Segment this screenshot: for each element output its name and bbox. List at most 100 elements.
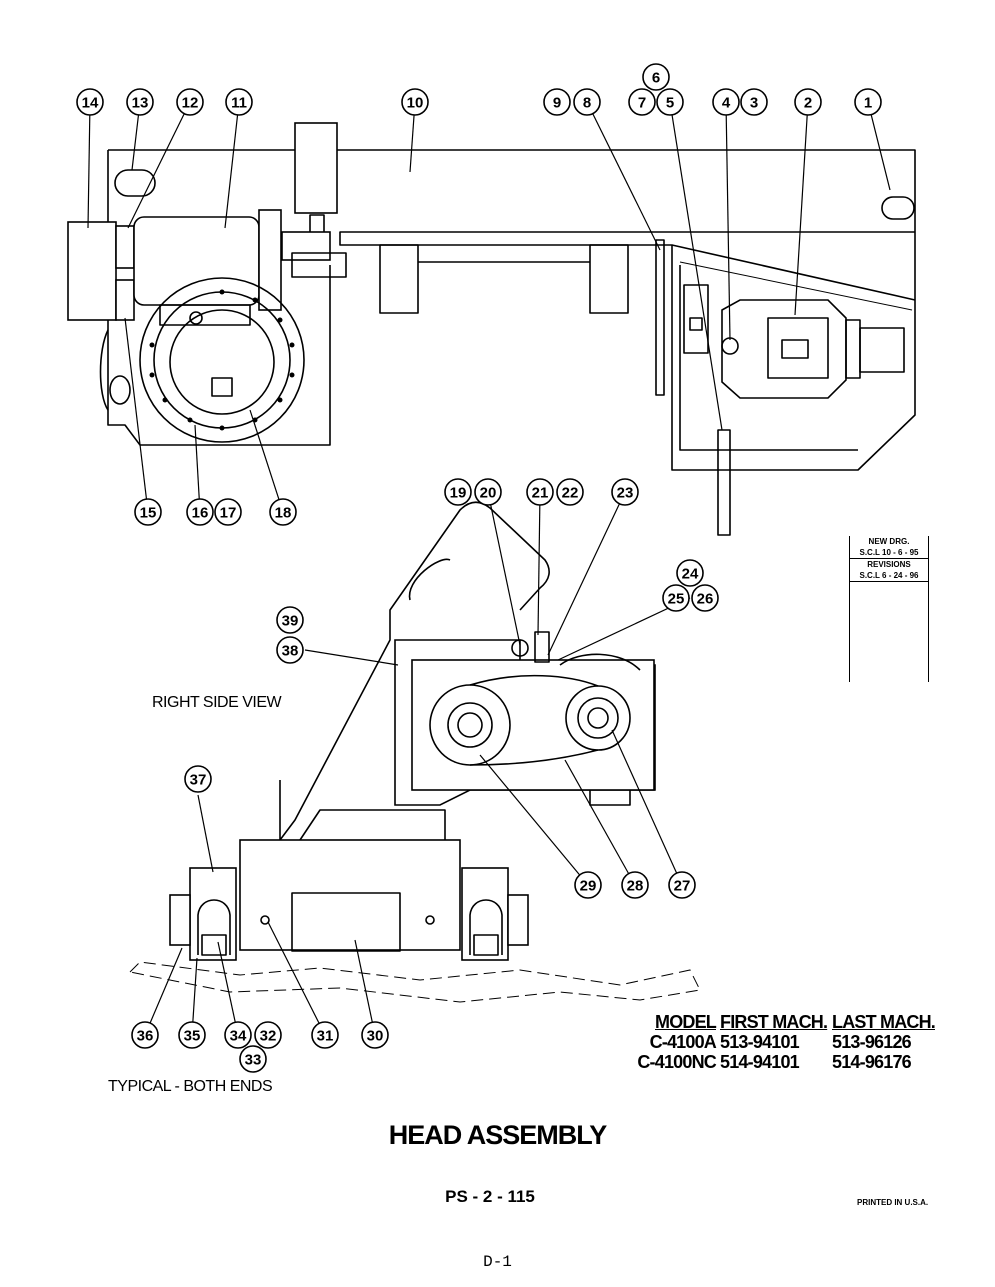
callout-18: 18 (269, 498, 297, 526)
callout-circle (691, 584, 719, 612)
callout-number: 35 (184, 1028, 201, 1045)
callout-number: 25 (668, 591, 685, 608)
callout-16: 16 (186, 498, 214, 526)
revisions-value: S.C.L 6 - 24 - 96 (859, 571, 919, 580)
callout-circle (574, 871, 602, 899)
callout-number: 17 (220, 505, 237, 522)
callout-number: 36 (137, 1028, 154, 1045)
callout-number: 33 (245, 1052, 262, 1069)
callout-circle (311, 1021, 339, 1049)
header-last-mach: LAST MACH. (832, 1012, 936, 1032)
callout-30: 30 (361, 1021, 389, 1049)
callout-circle (401, 88, 429, 116)
header-first-mach: FIRST MACH. (720, 1012, 828, 1032)
ends-label: TYPICAL - BOTH ENDS (108, 1078, 273, 1095)
callout-circle (656, 88, 684, 116)
callout-circle (611, 478, 639, 506)
callout-number: 29 (580, 878, 597, 895)
callout-circle (573, 88, 601, 116)
callout-number: 39 (282, 613, 299, 630)
callout-number: 18 (275, 505, 292, 522)
callout-3: 3 (740, 88, 768, 116)
page-number: PS - 2 - 115 (445, 1187, 535, 1206)
callout-circle (662, 584, 690, 612)
callout-number: 1 (864, 95, 872, 112)
callout-number: 34 (230, 1028, 247, 1045)
callout-17: 17 (214, 498, 242, 526)
callout-circle (474, 478, 502, 506)
callout-11: 11 (225, 88, 253, 116)
callout-number: 10 (407, 95, 424, 112)
first-mach-cell: 514-94101 (720, 1052, 800, 1072)
callout-10: 10 (401, 88, 429, 116)
callout-number: 12 (182, 95, 199, 112)
callout-24: 24 (676, 559, 704, 587)
revision-box: NEW DRG. S.C.L 10 - 6 - 95 REVISIONS S.C… (849, 536, 929, 682)
callout-1: 1 (854, 88, 882, 116)
callout-number: 13 (132, 95, 149, 112)
callout-number: 37 (190, 772, 207, 789)
callout-circle (621, 871, 649, 899)
callout-circle (239, 1045, 267, 1073)
revisions-cell: REVISIONS S.C.L 6 - 24 - 96 (850, 559, 928, 582)
callout-number: 38 (282, 643, 299, 660)
callout-number: 9 (553, 95, 561, 112)
callout-circle (276, 606, 304, 634)
callout-33: 33 (239, 1045, 267, 1073)
callout-19: 19 (444, 478, 472, 506)
new-drawing-cell: NEW DRG. S.C.L 10 - 6 - 95 (850, 536, 928, 559)
callout-circle (543, 88, 571, 116)
new-drawing-value: S.C.L 10 - 6 - 95 (859, 548, 919, 557)
callout-number: 19 (450, 485, 467, 502)
callout-circle (186, 498, 214, 526)
new-drawing-label: NEW DRG. (868, 537, 910, 546)
callout-number: 30 (367, 1028, 384, 1045)
callout-circle (224, 1021, 252, 1049)
callout-35: 35 (178, 1021, 206, 1049)
model-cell: C-4100NC (637, 1052, 716, 1072)
callout-circle (740, 88, 768, 116)
footer-page-id: D-1 (483, 1253, 512, 1271)
callout-7: 7 (628, 88, 656, 116)
callout-circle (556, 478, 584, 506)
leader-lines (87, 101, 891, 1036)
header-model: MODEL (655, 1012, 717, 1032)
callout-number: 4 (722, 95, 731, 112)
callout-circle (178, 1021, 206, 1049)
callout-number: 26 (697, 591, 714, 608)
callout-number: 16 (192, 505, 209, 522)
callout-circle (254, 1021, 282, 1049)
revisions-label: REVISIONS (867, 560, 911, 569)
callout-25: 25 (662, 584, 690, 612)
callout-circle (712, 88, 740, 116)
callout-number: 14 (82, 95, 99, 112)
top-view (67, 122, 916, 536)
callout-circle (526, 478, 554, 506)
callout-22: 22 (556, 478, 584, 506)
callout-number: 6 (652, 70, 660, 87)
callout-34: 34 (224, 1021, 252, 1049)
first-mach-cell: 513-94101 (720, 1032, 800, 1052)
callout-8: 8 (573, 88, 601, 116)
callout-number: 23 (617, 485, 634, 502)
callout-number: 2 (804, 95, 812, 112)
callout-39: 39 (276, 606, 304, 634)
callout-circle (676, 559, 704, 587)
page-title: HEAD ASSEMBLY (388, 1120, 608, 1150)
callout-circle (642, 63, 670, 91)
callout-28: 28 (621, 871, 649, 899)
callout-5: 5 (656, 88, 684, 116)
callout-circle (361, 1021, 389, 1049)
callout-circle (269, 498, 297, 526)
callout-circle (668, 871, 696, 899)
callout-circle (628, 88, 656, 116)
callout-number: 24 (682, 566, 699, 583)
callout-36: 36 (131, 1021, 159, 1049)
callout-29: 29 (574, 871, 602, 899)
callout-14: 14 (76, 88, 104, 116)
